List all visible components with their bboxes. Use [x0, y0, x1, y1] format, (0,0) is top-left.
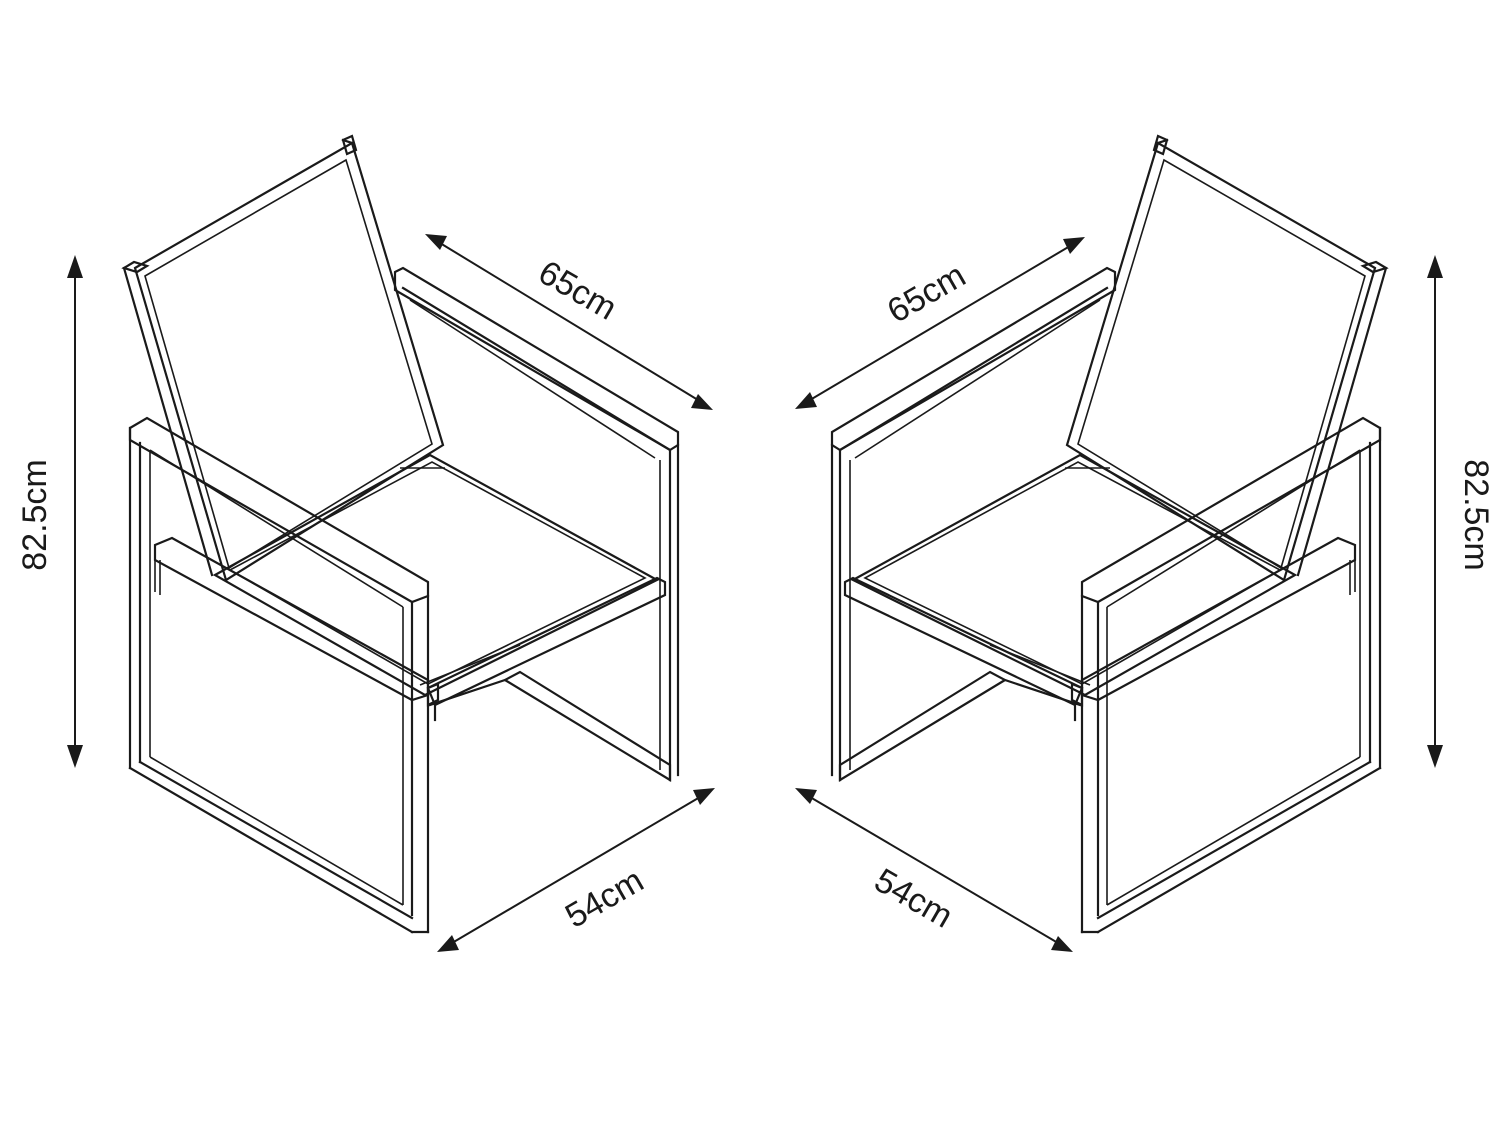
- left-depth-dimension: 65cm: [425, 234, 713, 410]
- left-height-dimension: 82.5cm: [16, 255, 83, 768]
- right-width-dimension: 54cm: [795, 788, 1073, 952]
- left-height-label: 82.5cm: [16, 459, 54, 571]
- left-depth-label: 65cm: [532, 253, 623, 327]
- left-width-dimension: 54cm: [437, 788, 715, 952]
- right-depth-label: 65cm: [881, 256, 972, 330]
- right-chair: [830, 134, 1388, 934]
- left-chair: [122, 134, 680, 934]
- right-height-dimension: 82.5cm: [1427, 255, 1495, 768]
- right-depth-dimension: 65cm: [795, 237, 1085, 409]
- right-width-label: 54cm: [868, 861, 959, 935]
- right-height-label: 82.5cm: [1457, 459, 1495, 571]
